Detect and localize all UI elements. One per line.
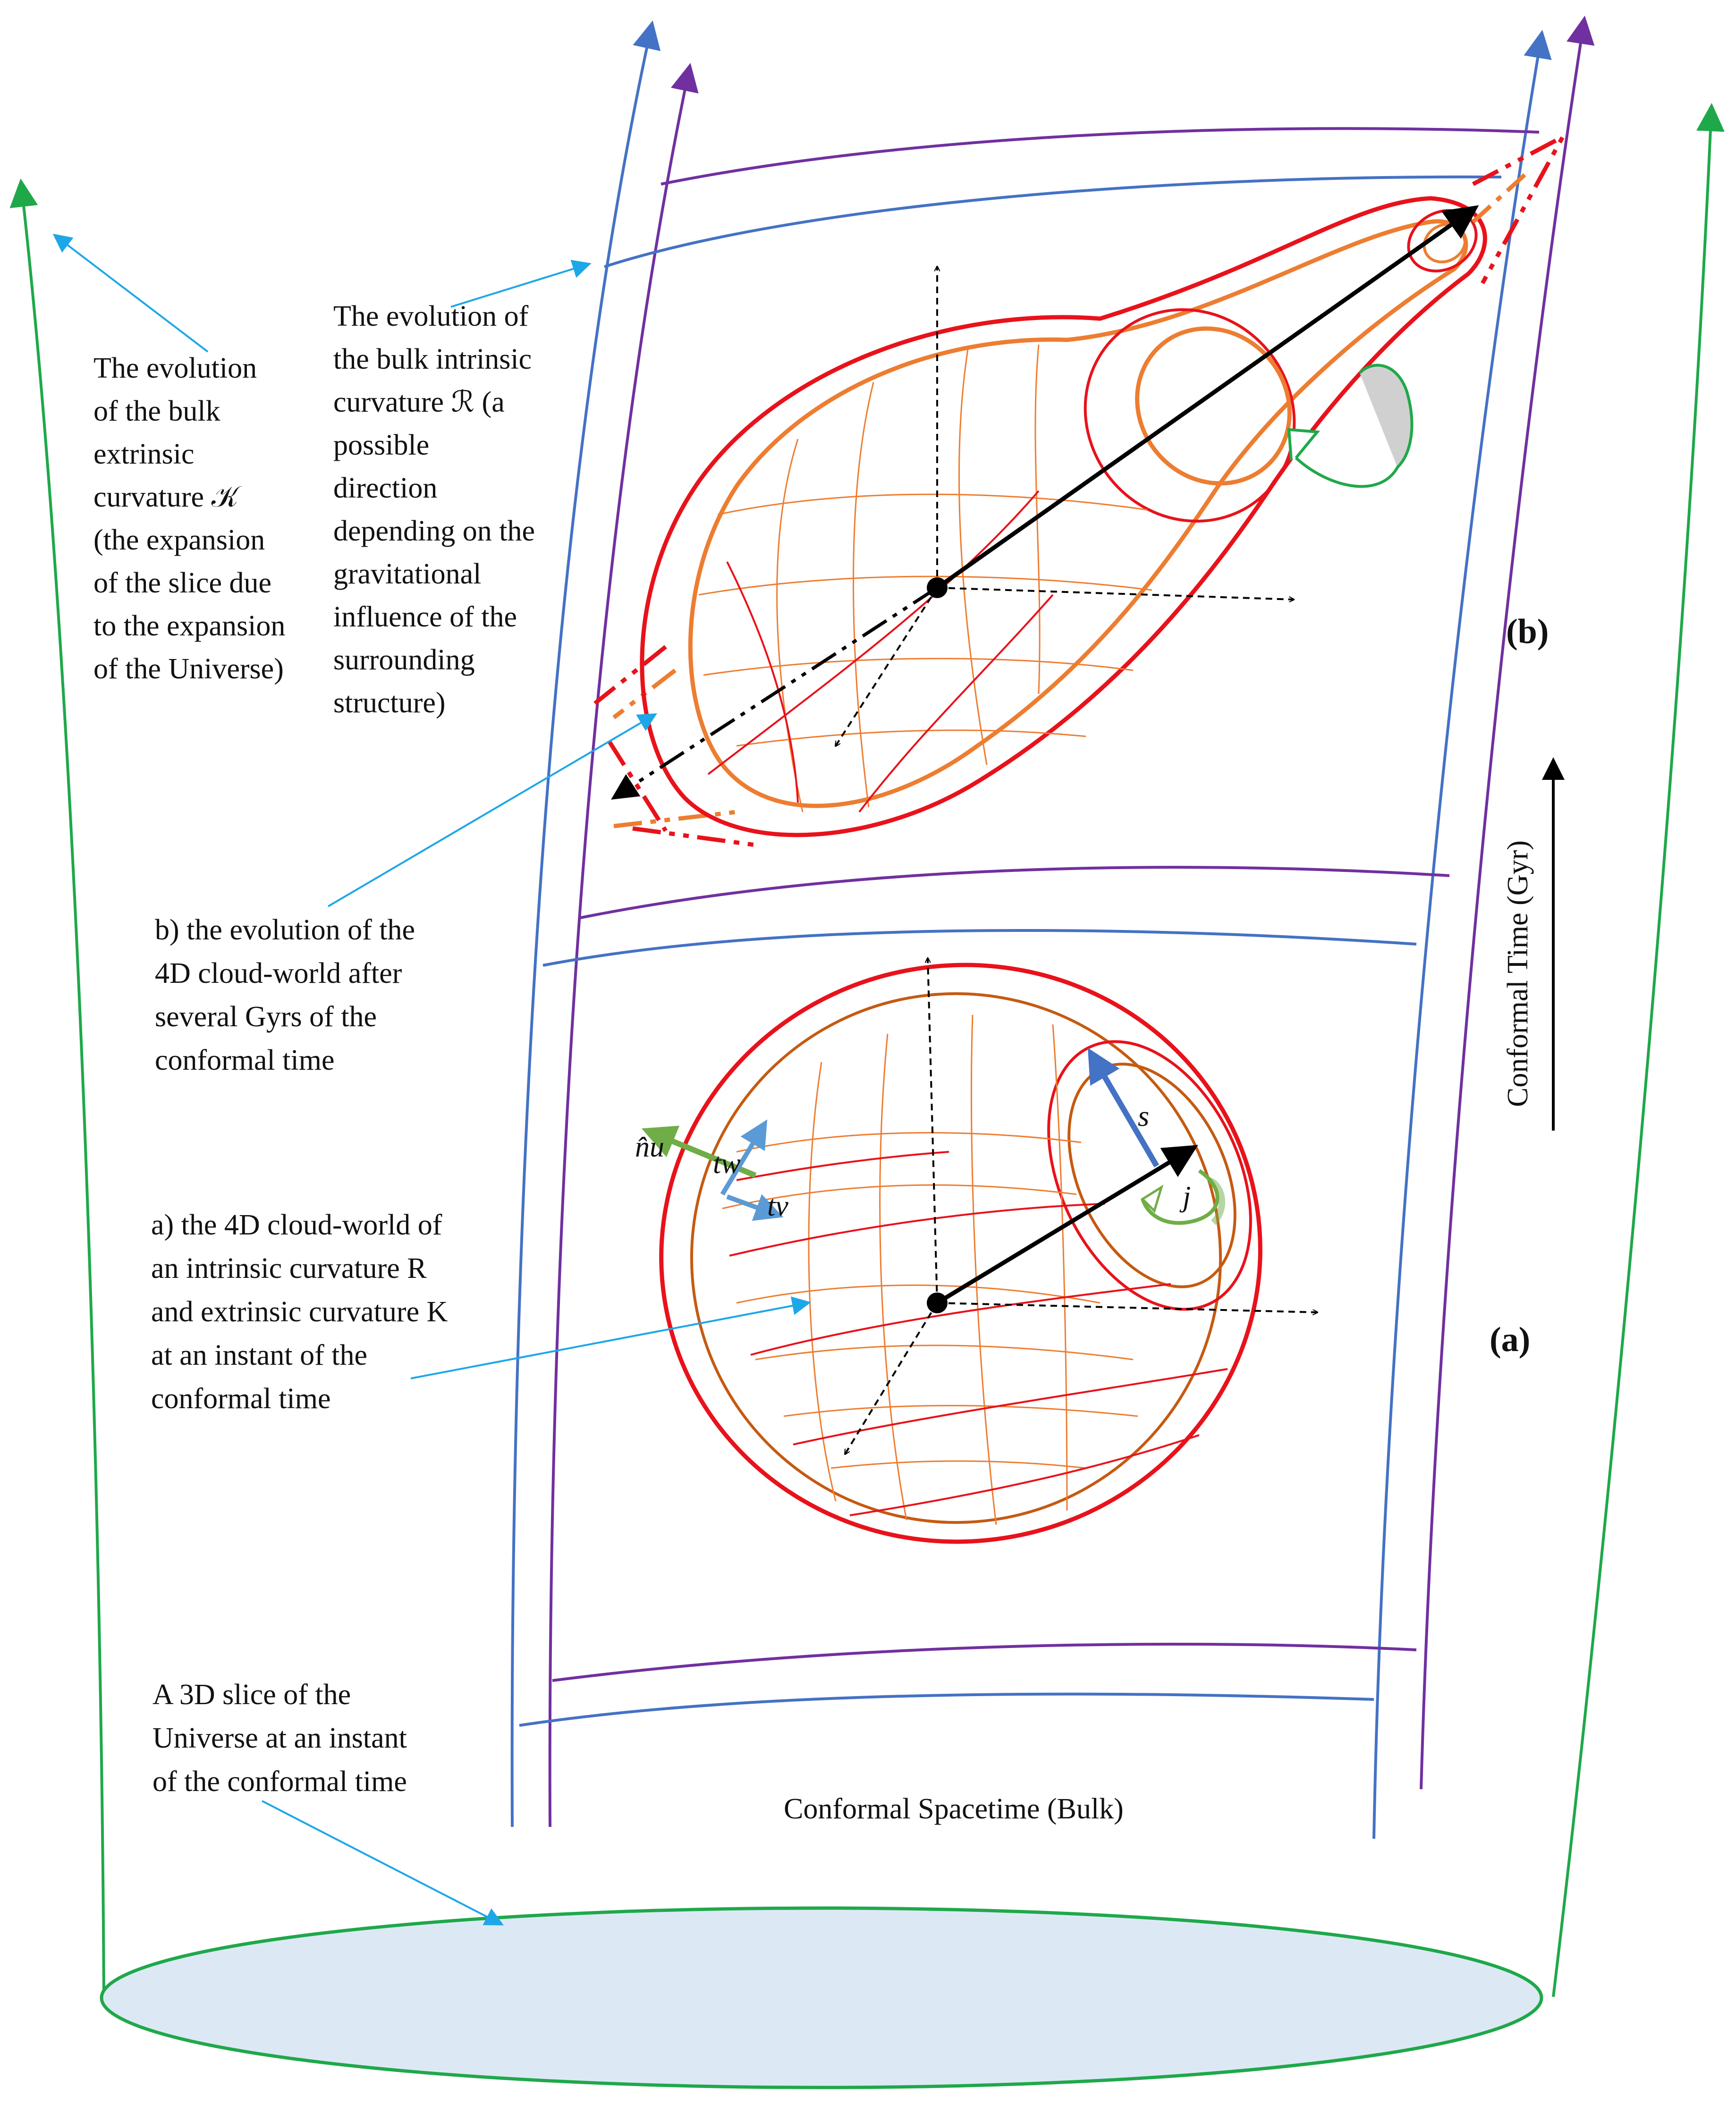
arrow-b-main bbox=[936, 205, 1479, 590]
3d-slice-ellipse bbox=[100, 1906, 1543, 2089]
blue-rail-right bbox=[1372, 30, 1552, 1839]
label-cloud-world-a: a) the 4D cloud-world of an intrinsic cu… bbox=[151, 1209, 455, 1415]
symbol-n-u: n̂u bbox=[635, 1131, 664, 1163]
label-extrinsic: The evolution of the bulk extrinsic curv… bbox=[93, 352, 293, 685]
arrow-b-back bbox=[611, 586, 938, 800]
symbol-j: j bbox=[1179, 1181, 1191, 1213]
pointer-arrows bbox=[52, 234, 811, 1926]
blue-rail-left bbox=[510, 20, 661, 1827]
cloud-world-a bbox=[641, 918, 1317, 1544]
label-evolution-b: b) the evolution of the 4D cloud-world a… bbox=[155, 914, 422, 1076]
green-right-curve bbox=[1552, 103, 1725, 1997]
tag-a: (a) bbox=[1490, 1320, 1530, 1359]
axes-b bbox=[836, 267, 1294, 746]
cross-slices bbox=[519, 127, 1540, 1727]
purple-rail-right bbox=[1420, 16, 1595, 1790]
cloud-world-b bbox=[593, 132, 1568, 847]
label-bulk: Conformal Spacetime (Bulk) bbox=[784, 1793, 1124, 1825]
symbol-t-v: tv bbox=[767, 1190, 788, 1222]
green-left-curve bbox=[9, 178, 105, 1997]
cloud-world-b-inner bbox=[688, 219, 1468, 808]
arrow-a-main bbox=[936, 1145, 1198, 1305]
symbol-s: s bbox=[1138, 1100, 1149, 1132]
purple-rail-left bbox=[548, 63, 699, 1827]
tag-b: (b) bbox=[1506, 612, 1549, 651]
bulk-rails bbox=[510, 16, 1595, 1839]
cloud-world-a-inner bbox=[690, 992, 1222, 1524]
axes-a bbox=[845, 958, 1317, 1454]
cloud-world-a-outer bbox=[659, 963, 1262, 1544]
label-intrinsic: The evolution of the bulk intrinsic curv… bbox=[333, 300, 542, 719]
label-3d-slice: A 3D slice of the Universe at an instant… bbox=[152, 1679, 414, 1798]
label-time-axis: Conformal Time (Gyr) bbox=[1502, 840, 1534, 1107]
cloud-world-b-outer bbox=[640, 196, 1487, 837]
symbol-t-w: tw bbox=[713, 1148, 741, 1180]
bulk-boundary-green bbox=[9, 103, 1725, 1997]
